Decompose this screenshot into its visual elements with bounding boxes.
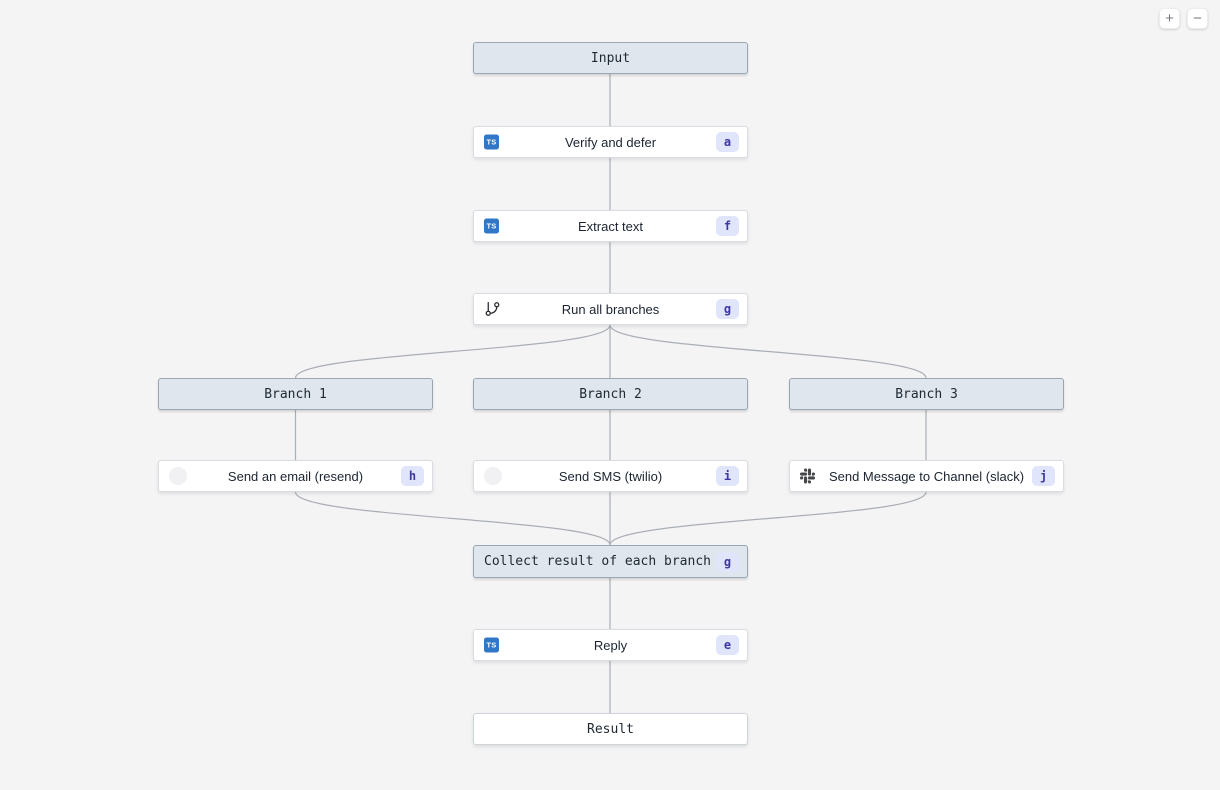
- node-label: Send an email (resend): [227, 468, 364, 484]
- node-label: Branch 2: [579, 386, 642, 402]
- typescript-icon: TS: [484, 134, 499, 150]
- typescript-icon: TS: [484, 218, 499, 234]
- node-branch-3[interactable]: Branch 3: [789, 378, 1064, 410]
- step-badge: h: [401, 466, 424, 486]
- node-verify-and-defer[interactable]: TS Verify and defer a: [473, 126, 748, 158]
- node-label: Reply: [593, 637, 628, 653]
- node-input[interactable]: Input: [473, 42, 748, 74]
- node-label: Send Message to Channel (slack): [828, 468, 1025, 484]
- zoom-out-button[interactable]: −: [1187, 8, 1208, 29]
- step-badge: g: [716, 299, 739, 319]
- step-badge: g: [716, 551, 739, 572]
- node-send-message-slack[interactable]: Send Message to Channel (slack) j: [789, 460, 1064, 492]
- node-result[interactable]: Result: [473, 713, 748, 745]
- slack-icon: [800, 468, 815, 484]
- node-branch-2[interactable]: Branch 2: [473, 378, 748, 410]
- node-label: Extract text: [577, 218, 644, 234]
- node-send-sms-twilio[interactable]: Send SMS (twilio) i: [473, 460, 748, 492]
- node-label: Branch 3: [895, 386, 958, 402]
- node-collect-results[interactable]: Collect result of each branch g: [473, 545, 748, 578]
- git-branch-icon: [484, 301, 501, 318]
- node-label: Verify and defer: [564, 134, 657, 150]
- step-badge: f: [716, 216, 739, 236]
- node-label: Collect result of each branch: [484, 554, 711, 569]
- step-badge: e: [716, 635, 739, 655]
- node-label: Branch 1: [264, 386, 327, 402]
- node-label: Run all branches: [561, 301, 660, 317]
- node-label: Send SMS (twilio): [558, 468, 663, 484]
- node-label: Result: [587, 721, 634, 737]
- step-badge: i: [716, 466, 739, 486]
- resend-icon: [169, 467, 187, 485]
- typescript-icon: TS: [484, 637, 499, 653]
- step-badge: a: [716, 132, 739, 152]
- node-label: Input: [590, 50, 631, 66]
- node-send-email-resend[interactable]: Send an email (resend) h: [158, 460, 433, 492]
- step-badge: j: [1032, 466, 1055, 486]
- node-branch-1[interactable]: Branch 1: [158, 378, 433, 410]
- node-extract-text[interactable]: TS Extract text f: [473, 210, 748, 242]
- zoom-in-button[interactable]: +: [1159, 8, 1180, 29]
- twilio-icon: [484, 467, 502, 485]
- node-run-all-branches[interactable]: Run all branches g: [473, 293, 748, 325]
- node-reply[interactable]: TS Reply e: [473, 629, 748, 661]
